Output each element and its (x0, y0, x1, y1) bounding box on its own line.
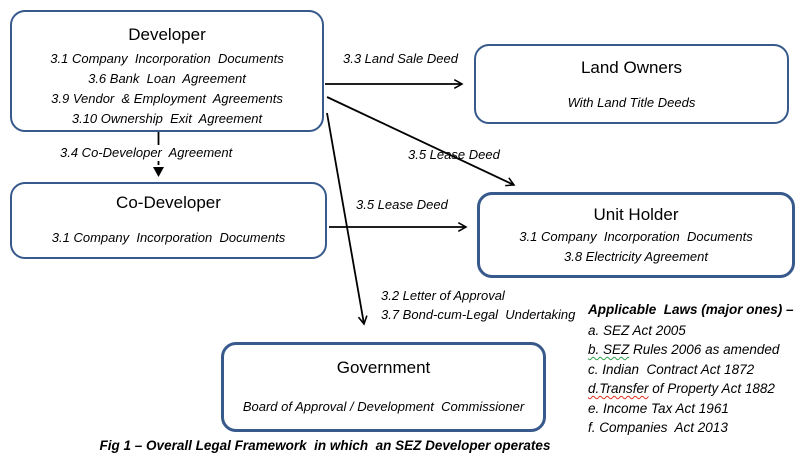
law-item-text: e. Income Tax Act 1961 (588, 400, 729, 416)
law-item-text: Rules 2006 as amended (629, 342, 780, 357)
government-title: Government (336, 358, 431, 377)
unit-holder-item: 3.8 Electricity Agreement (563, 249, 709, 264)
applicable-laws-list: Applicable Laws (major ones) – a. SEZ Ac… (588, 300, 798, 438)
figure-caption: Fig 1 – Overall Legal Framework in which… (99, 438, 551, 453)
label-letter-of-approval: 3.2 Letter of Approval (381, 288, 505, 303)
law-item: d.Transfer of Property Act 1882 (588, 379, 798, 399)
government-subtitle: Board of Approval / Development Commissi… (242, 399, 525, 414)
developer-item: 3.10 Ownership Exit Agreement (71, 111, 263, 126)
land-owners-subtitle: With Land Title Deeds (567, 95, 696, 110)
applicable-laws-heading: Applicable Laws (major ones) – (588, 302, 794, 317)
law-item-text: c. Indian Contract Act 1872 (588, 361, 755, 377)
law-item: c. Indian Contract Act 1872 (588, 360, 798, 380)
law-item: b. SEZ Rules 2006 as amended (588, 340, 798, 360)
law-item-wavy-text: b. SEZ (588, 342, 630, 357)
arrow-developer-to-government (326, 112, 368, 326)
box-co-developer: Co-Developer 3.1 Company Incorporation D… (10, 182, 327, 259)
arrow-co-developer-agreement-head (153, 167, 164, 177)
law-item: e. Income Tax Act 1961 (588, 399, 798, 419)
law-item-wavy-text: d.Transfer (588, 381, 649, 396)
unit-holder-item: 3.1 Company Incorporation Documents (519, 229, 753, 244)
label-bond-cum-legal-undertaking: 3.7 Bond-cum-Legal Undertaking (381, 307, 576, 322)
box-unit-holder: Unit Holder 3.1 Company Incorporation Do… (477, 192, 795, 278)
law-item: f. Companies Act 2013 (588, 418, 798, 438)
developer-item: 3.9 Vendor & Employment Agreements (51, 91, 283, 106)
co-developer-item: 3.1 Company Incorporation Documents (51, 230, 286, 245)
box-developer: Developer 3.1 Company Incorporation Docu… (10, 10, 324, 132)
box-land-owners: Land Owners With Land Title Deeds (474, 44, 789, 124)
label-co-developer-agreement: 3.4 Co-Developer Agreement (58, 145, 235, 161)
land-owners-title: Land Owners (580, 58, 683, 77)
law-item-text: of Property Act 1882 (648, 381, 775, 396)
unit-holder-title: Unit Holder (593, 205, 679, 224)
label-lease-deed-horizontal: 3.5 Lease Deed (356, 197, 448, 212)
developer-item: 3.6 Bank Loan Agreement (88, 71, 246, 86)
co-developer-title: Co-Developer (116, 193, 221, 212)
law-item: a. SEZ Act 2005 (588, 321, 798, 341)
developer-title: Developer (128, 25, 206, 44)
law-item-text: f. Companies Act 2013 (588, 420, 728, 435)
label-lease-deed-diagonal: 3.5 Lease Deed (408, 147, 500, 162)
label-land-sale-deed: 3.3 Land Sale Deed (343, 51, 458, 66)
law-item-text: a. SEZ Act 2005 (588, 322, 686, 338)
developer-item: 3.1 Company Incorporation Documents (50, 51, 284, 66)
box-government: Government Board of Approval / Developme… (221, 342, 546, 432)
